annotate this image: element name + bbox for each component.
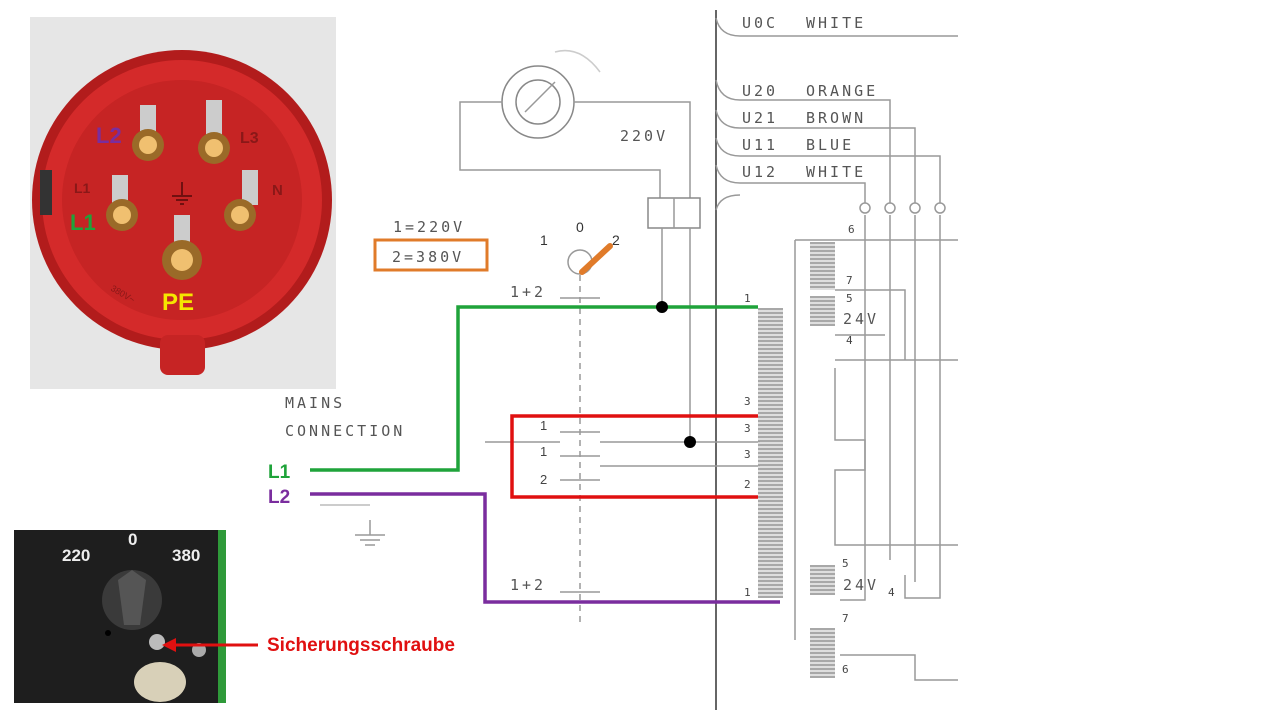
input-label-l2: L2 bbox=[268, 487, 290, 508]
plug-label-l3: L3 bbox=[240, 130, 259, 147]
wire-color-2: BROWN bbox=[806, 109, 866, 127]
contact-top-label: 1+2 bbox=[510, 283, 546, 301]
plug-label-l1-embossed: L1 bbox=[74, 180, 91, 196]
tap-number: 7 bbox=[842, 612, 849, 625]
tap-number: 3 bbox=[744, 395, 751, 408]
tap-number: 1 bbox=[744, 292, 751, 305]
input-label-l1: L1 bbox=[268, 462, 291, 483]
switch-photo-label-0: 0 bbox=[128, 530, 137, 549]
wire-color-0: WHITE bbox=[806, 14, 866, 32]
safety-screw-callout: Sicherungsschraube bbox=[267, 635, 455, 656]
voltage-legend-2: 2=380V bbox=[392, 248, 464, 266]
pin-l3 bbox=[198, 100, 230, 164]
mains-label-2: CONNECTION bbox=[285, 422, 405, 440]
pin-l1 bbox=[106, 175, 138, 231]
wire-color-4: WHITE bbox=[806, 163, 866, 181]
wire-legend: U0C WHITE U20 ORANGE U21 BROWN U11 BLUE … bbox=[742, 14, 878, 181]
tap-number: 5 bbox=[842, 557, 849, 570]
pin-pe bbox=[162, 215, 202, 280]
junction-dot-middle bbox=[684, 436, 696, 448]
wire-color-3: BLUE bbox=[806, 136, 854, 154]
contact-bottom-label: 1+2 bbox=[510, 576, 546, 594]
wire-code-3: U11 bbox=[742, 136, 778, 154]
wire-code-4: U12 bbox=[742, 163, 778, 181]
contact-3-label: 2 bbox=[540, 472, 547, 487]
lamp-voltage: 220V bbox=[620, 127, 668, 145]
tap-number: 3 bbox=[744, 448, 751, 461]
rotary-switch-photo: 220 0 380 bbox=[14, 530, 226, 703]
wire-code-0: U0C bbox=[742, 14, 778, 32]
tap-number: 6 bbox=[842, 663, 849, 676]
voltage-legend-1: 1=220V bbox=[393, 218, 465, 236]
wire-code-1: U20 bbox=[742, 82, 778, 100]
switch-pos-2: 2 bbox=[612, 232, 620, 248]
tap-number: 1 bbox=[744, 586, 751, 599]
switch-photo-label-380: 380 bbox=[172, 546, 200, 565]
tap-number: 2 bbox=[744, 478, 751, 491]
cee-plug-photo: L2 L3 L1 L1 N PE 380V~ bbox=[30, 17, 336, 389]
contact-2-label: 1 bbox=[540, 444, 547, 459]
tap-number: 6 bbox=[848, 223, 855, 236]
switch-lever-indicator bbox=[579, 243, 613, 275]
wire-color-1: ORANGE bbox=[806, 82, 878, 100]
voltage-380-highlight bbox=[373, 238, 489, 272]
plug-label-pe: PE bbox=[162, 289, 194, 316]
winding-hatching bbox=[758, 244, 835, 676]
bridge-highlight-loop bbox=[510, 414, 758, 499]
plug-label-n: N bbox=[272, 182, 283, 199]
ground-mark-icon bbox=[172, 182, 192, 205]
plug-label-l1: L1 bbox=[70, 210, 96, 235]
secondary-lower-subscript: 4 bbox=[888, 586, 895, 599]
pin-l2 bbox=[132, 105, 164, 161]
l1-wire bbox=[310, 305, 758, 472]
junction-dot-top bbox=[656, 301, 668, 313]
switch-pos-1: 1 bbox=[540, 232, 548, 248]
tap-numbers: 6 7 5 4 3 3 3 2 1 1 5 7 6 bbox=[744, 223, 855, 676]
contact-1-label: 1 bbox=[540, 418, 547, 433]
pin-n bbox=[224, 170, 258, 231]
secondary-upper-voltage: 24V bbox=[843, 310, 879, 328]
switch-photo-label-220: 220 bbox=[62, 546, 90, 565]
switch-pos-0: 0 bbox=[576, 219, 584, 235]
plug-label-l2: L2 bbox=[96, 123, 122, 148]
mains-label-1: MAINS bbox=[285, 394, 345, 412]
schematic-lines bbox=[320, 10, 958, 710]
callout-arrow-icon bbox=[162, 638, 258, 652]
tap-number: 5 bbox=[846, 292, 853, 305]
secondary-lower-voltage: 24V bbox=[843, 576, 879, 594]
tap-number: 7 bbox=[846, 274, 853, 287]
wire-code-2: U21 bbox=[742, 109, 778, 127]
l2-wire bbox=[310, 492, 780, 604]
tap-number: 3 bbox=[744, 422, 751, 435]
tap-number: 4 bbox=[846, 334, 853, 347]
